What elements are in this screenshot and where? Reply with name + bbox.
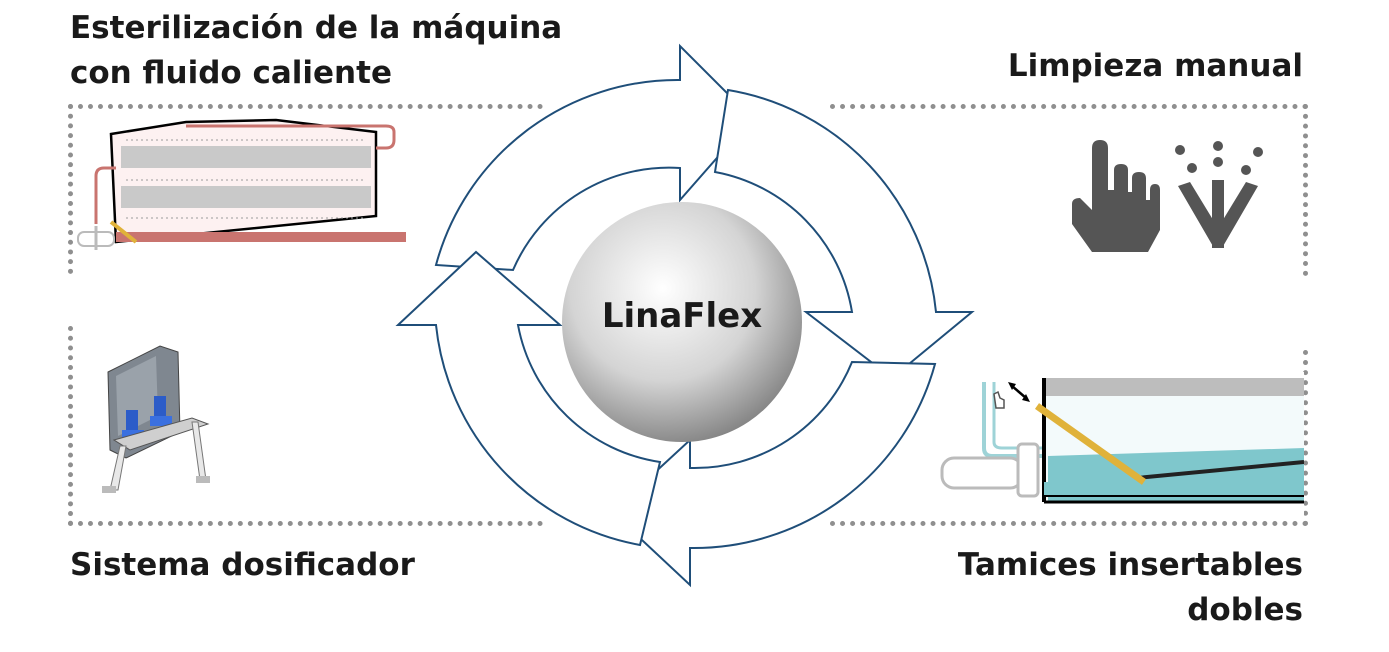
cycle-arrow-bottom: [610, 360, 937, 588]
title-sterilization: Esterilización de la máquina con fluido …: [70, 10, 563, 91]
panel-manual-cleaning: [830, 104, 1308, 276]
sterilization-machine-illustration: [76, 114, 406, 254]
panel-double-sieves: [830, 350, 1308, 526]
title-manual-cleaning: Limpieza manual: [1007, 48, 1303, 84]
cycle-arrow-top: [434, 43, 754, 272]
panel-dosing-system: [68, 326, 543, 526]
double-sieves-illustration: [932, 372, 1304, 516]
center-sphere: [562, 202, 802, 442]
dosing-system-illustration: [102, 345, 210, 493]
title-double-sieves: Tamices insertables dobles: [957, 547, 1303, 628]
hand-icon: [1072, 140, 1160, 252]
cycle-arrows: [395, 43, 975, 588]
cycle-arrow-right: [713, 88, 975, 380]
title-dosing-system: Sistema dosificador: [70, 547, 415, 583]
cycle-arrow-left: [395, 250, 662, 547]
panel-sterilization: [68, 104, 543, 274]
center-label: LinaFlex: [601, 296, 763, 336]
spray-icon: [1175, 141, 1263, 248]
